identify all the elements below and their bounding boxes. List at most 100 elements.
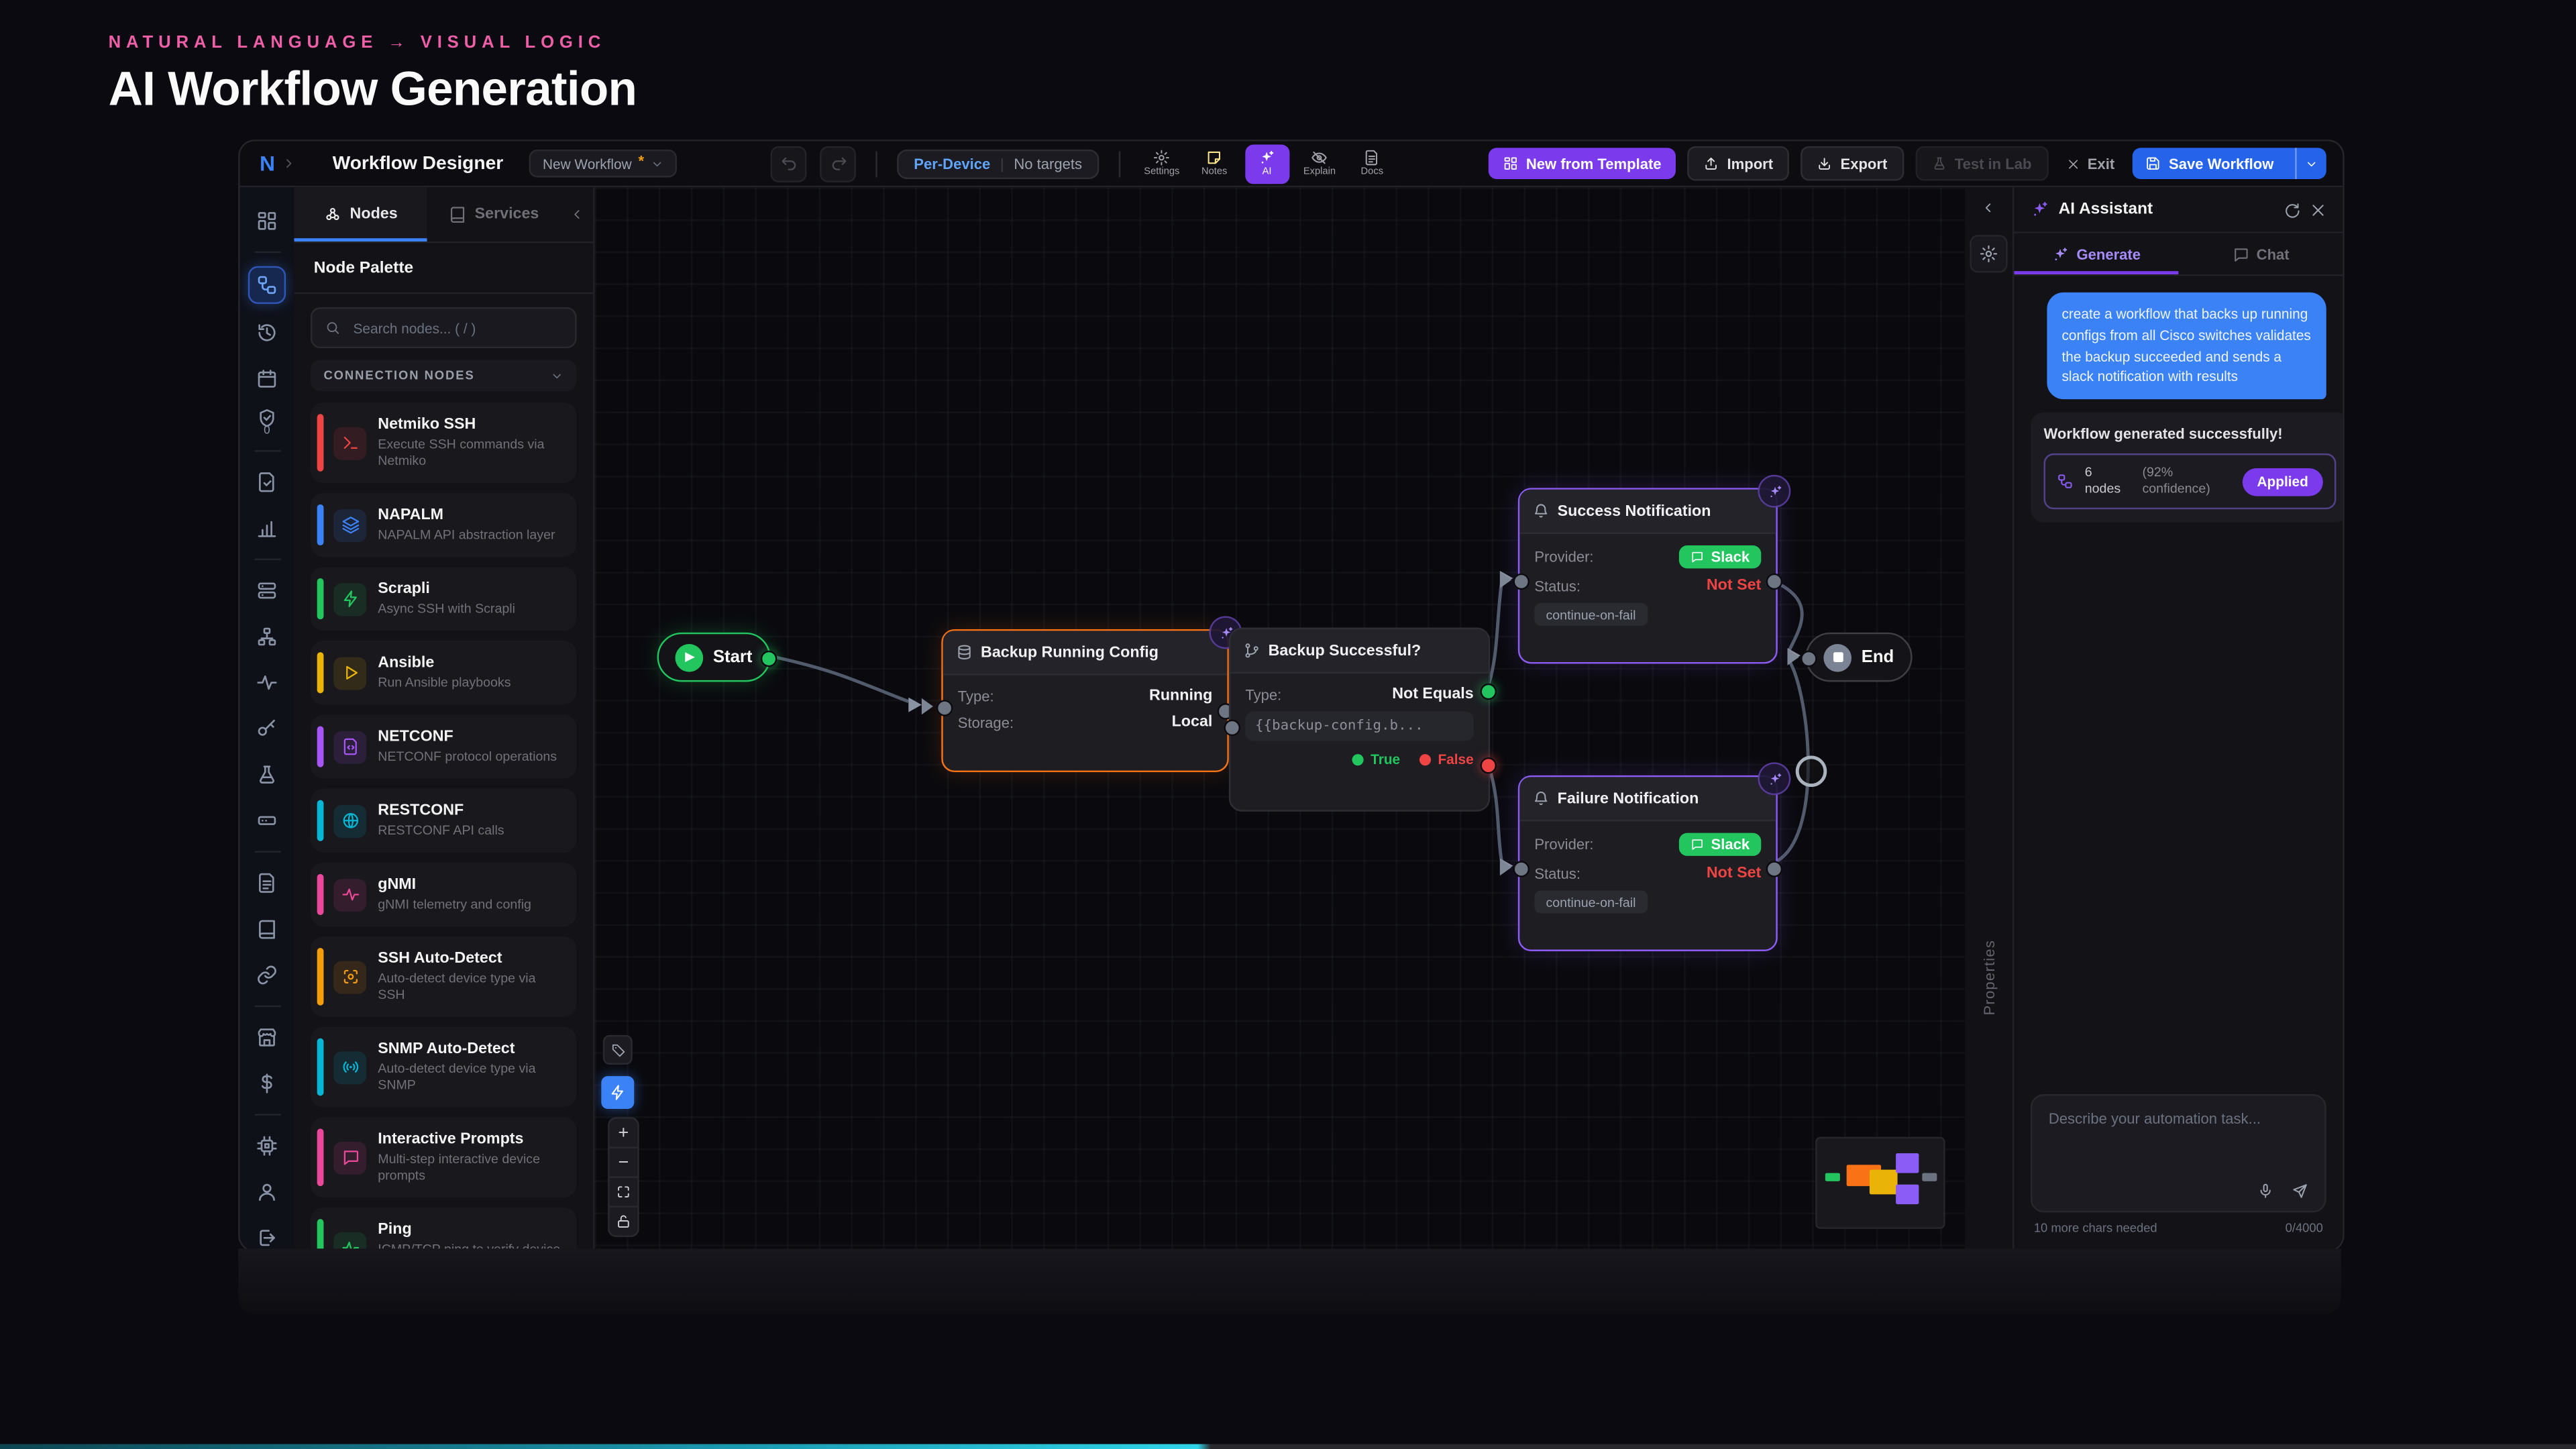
target-selector[interactable]: Per-Device | No targets xyxy=(897,148,1099,178)
lock-button[interactable] xyxy=(610,1208,638,1236)
tab-nodes[interactable]: Nodes xyxy=(294,187,427,241)
app-logo[interactable]: N xyxy=(256,151,303,176)
close-assistant-button[interactable] xyxy=(2310,201,2326,217)
sidebar-item-news[interactable] xyxy=(250,866,284,900)
save-options-button[interactable] xyxy=(2295,148,2326,179)
search-input[interactable] xyxy=(350,317,562,338)
scan-icon xyxy=(333,960,367,994)
true-output-port[interactable] xyxy=(1480,683,1497,700)
redo-button[interactable] xyxy=(820,145,857,182)
sidebar-item-analytics[interactable] xyxy=(250,511,284,545)
tab-services[interactable]: Services xyxy=(427,187,560,241)
exit-button[interactable]: Exit xyxy=(2059,148,2121,179)
undo-button[interactable] xyxy=(771,145,808,182)
palette-item-title: NETCONF xyxy=(378,727,453,746)
input-port[interactable] xyxy=(936,700,953,716)
export-button[interactable]: Export xyxy=(1801,146,1904,181)
input-port[interactable] xyxy=(1801,650,1817,667)
zoom-out-button[interactable]: − xyxy=(609,1148,638,1178)
properties-settings-button[interactable] xyxy=(1970,235,2008,273)
refresh-button[interactable] xyxy=(2284,201,2300,217)
tab-chat[interactable]: Chat xyxy=(2178,233,2343,274)
sidebar-item-integrations[interactable] xyxy=(250,958,284,992)
applied-button[interactable]: Applied xyxy=(2242,467,2323,496)
node-failure-notification[interactable]: Failure Notification Provider: Slack Sta… xyxy=(1499,762,1791,951)
sidebar-item-billing[interactable] xyxy=(250,1066,284,1100)
sidebar-item-storage[interactable] xyxy=(250,804,284,838)
minimap[interactable] xyxy=(1815,1136,1945,1229)
sidebar-item-credentials[interactable] xyxy=(250,711,284,745)
wand-icon xyxy=(2052,246,2068,262)
output-port[interactable] xyxy=(1766,573,1783,590)
quick-actions-button[interactable] xyxy=(601,1076,635,1110)
sidebar-item-jobs[interactable] xyxy=(250,465,284,499)
save-workflow-button[interactable]: Save Workflow xyxy=(2133,148,2326,179)
assistant-input-box[interactable] xyxy=(2030,1094,2326,1213)
sidebar-item-marketplace[interactable] xyxy=(250,1020,284,1055)
section-connection-nodes[interactable]: CONNECTION NODES xyxy=(310,360,577,391)
expand-properties-button[interactable] xyxy=(1981,201,1996,215)
search-nodes-field[interactable] xyxy=(310,307,577,349)
tool-settings-button[interactable]: Settings xyxy=(1140,144,1184,183)
output-port[interactable] xyxy=(760,650,777,667)
sidebar-item-docs[interactable] xyxy=(250,912,284,946)
loose-connection-handle[interactable] xyxy=(1795,755,1827,788)
tag-tool-button[interactable] xyxy=(602,1034,633,1065)
tool-explain-button[interactable]: Explain xyxy=(1297,144,1342,183)
input-port[interactable] xyxy=(1513,861,1529,877)
false-output-port[interactable] xyxy=(1480,757,1497,774)
new-from-template-button[interactable]: New from Template xyxy=(1488,148,1676,179)
palette-item-title: Ansible xyxy=(378,653,435,672)
sidebar-item-telemetry[interactable] xyxy=(250,665,284,700)
sidebar-item-topology[interactable] xyxy=(250,619,284,653)
sidebar-item-logout[interactable] xyxy=(250,1221,284,1252)
collapse-palette-button[interactable] xyxy=(560,187,593,241)
tool-notes-button[interactable]: Notes xyxy=(1192,144,1236,183)
workflow-selector[interactable]: New Workflow * xyxy=(529,149,678,178)
sidebar-item-dashboard[interactable] xyxy=(250,204,284,238)
slack-badge[interactable]: Slack xyxy=(1680,545,1762,569)
tool-ai-button[interactable]: AI xyxy=(1244,144,1289,184)
sidebar-item-schedule[interactable] xyxy=(250,362,284,396)
sidebar-item-system[interactable] xyxy=(250,1128,284,1163)
condition-expression[interactable]: {{backup-config.b... xyxy=(1245,711,1474,741)
sidebar-item-account[interactable] xyxy=(250,1175,284,1209)
zoom-in-button[interactable]: + xyxy=(609,1119,638,1148)
book-icon xyxy=(448,205,466,223)
fit-view-button[interactable] xyxy=(609,1178,638,1208)
output-port[interactable] xyxy=(1766,861,1783,877)
true-label: True xyxy=(1371,751,1401,767)
mic-button[interactable] xyxy=(2257,1183,2273,1199)
node-backup-successful[interactable]: Backup Successful? Type: Not Equals {{ba… xyxy=(1224,627,1497,812)
test-in-lab-button[interactable]: Test in Lab xyxy=(1915,146,2048,181)
import-button[interactable]: Import xyxy=(1687,146,1790,181)
workflow-canvas[interactable]: Start Backup Running Config Type: Runnin… xyxy=(594,187,1965,1250)
sidebar-item-history[interactable] xyxy=(250,315,284,350)
sidebar-item-workflows[interactable] xyxy=(248,266,286,305)
sidebar-item-lab[interactable] xyxy=(250,757,284,792)
tab-generate[interactable]: Generate xyxy=(2014,233,2178,274)
tool-docs-button[interactable]: Docs xyxy=(1350,144,1394,183)
input-port[interactable] xyxy=(1224,719,1240,737)
node-start[interactable]: Start xyxy=(657,632,777,682)
node-success-notification[interactable]: Success Notification Provider: Slack Sta… xyxy=(1499,474,1791,664)
input-port[interactable] xyxy=(1513,573,1529,590)
assistant-input[interactable] xyxy=(2045,1107,2318,1160)
sidebar-item-devices[interactable] xyxy=(250,574,284,608)
send-button[interactable] xyxy=(2292,1183,2308,1199)
sidebar-item-compliance[interactable]: 0 xyxy=(250,407,284,437)
slack-badge[interactable]: Slack xyxy=(1680,833,1762,856)
node-backup-running-config[interactable]: Backup Running Config Type: Running Stor… xyxy=(921,616,1242,773)
node-end[interactable]: End xyxy=(1787,632,1913,682)
